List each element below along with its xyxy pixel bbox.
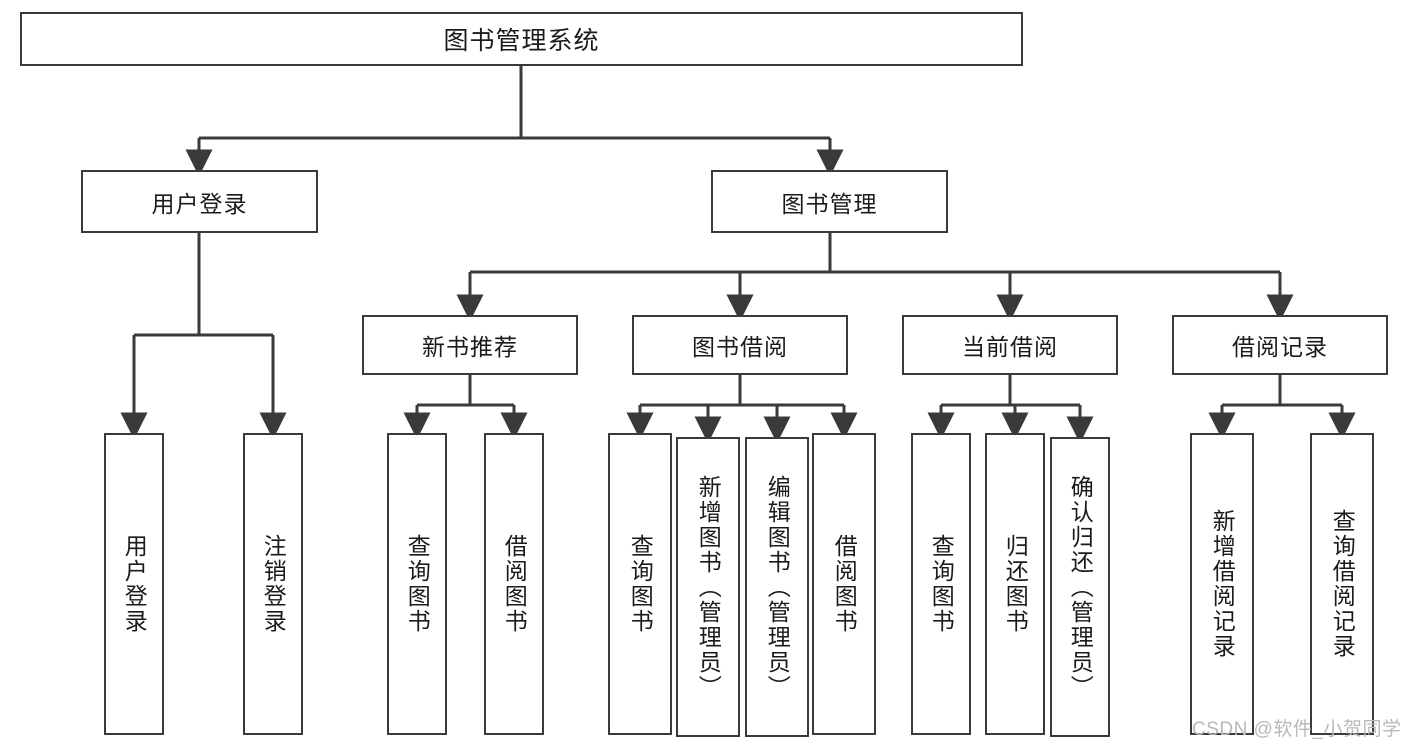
node-label: 借阅记录 [1232,334,1328,360]
node-leaf-add-book-admin[interactable]: 新增图书（管理员） [676,437,740,737]
node-label: 注销登录 [260,534,287,634]
node-leaf-confirm-return-admin[interactable]: 确认归还（管理员） [1050,437,1110,737]
node-label: 查询图书 [627,534,654,634]
node-label: 当前借阅 [962,334,1058,360]
node-leaf-query-book-3[interactable]: 查询图书 [911,433,971,735]
node-book-management[interactable]: 图书管理 [711,170,948,233]
node-new-book-recommend[interactable]: 新书推荐 [362,315,578,375]
node-leaf-query-book-1[interactable]: 查询图书 [387,433,447,735]
node-user-login[interactable]: 用户登录 [81,170,318,233]
node-book-management-system[interactable]: 图书管理系统 [20,12,1023,66]
node-label: 图书管理 [781,190,878,217]
node-current-borrow[interactable]: 当前借阅 [902,315,1118,375]
node-label: 归还图书 [1002,534,1029,634]
node-book-borrow[interactable]: 图书借阅 [632,315,848,375]
node-label: 确认归还（管理员） [1067,474,1094,700]
node-leaf-logout[interactable]: 注销登录 [243,433,303,735]
node-leaf-return-book[interactable]: 归还图书 [985,433,1045,735]
node-label: 新书推荐 [422,334,518,360]
node-leaf-query-borrow-record[interactable]: 查询借阅记录 [1310,433,1374,735]
node-label: 用户登录 [121,534,148,634]
node-label: 用户登录 [151,190,248,217]
node-borrow-record[interactable]: 借阅记录 [1172,315,1388,375]
node-leaf-edit-book-admin[interactable]: 编辑图书（管理员） [745,437,809,737]
node-leaf-user-login[interactable]: 用户登录 [104,433,164,735]
node-leaf-query-book-2[interactable]: 查询图书 [608,433,672,735]
node-label: 借阅图书 [831,534,858,634]
node-label: 查询图书 [928,534,955,634]
node-leaf-add-borrow-record[interactable]: 新增借阅记录 [1190,433,1254,735]
node-leaf-borrow-book-2[interactable]: 借阅图书 [812,433,876,735]
node-leaf-borrow-book-1[interactable]: 借阅图书 [484,433,544,735]
node-label: 借阅图书 [501,534,528,634]
node-label: 新增借阅记录 [1209,509,1236,659]
node-label: 查询借阅记录 [1329,509,1356,659]
node-label: 查询图书 [404,534,431,634]
node-label: 编辑图书（管理员） [764,474,791,700]
node-label: 图书借阅 [692,334,788,360]
csdn-watermark: CSDN @软件_小贺同学 [1192,719,1402,740]
node-label: 新增图书（管理员） [695,474,722,700]
